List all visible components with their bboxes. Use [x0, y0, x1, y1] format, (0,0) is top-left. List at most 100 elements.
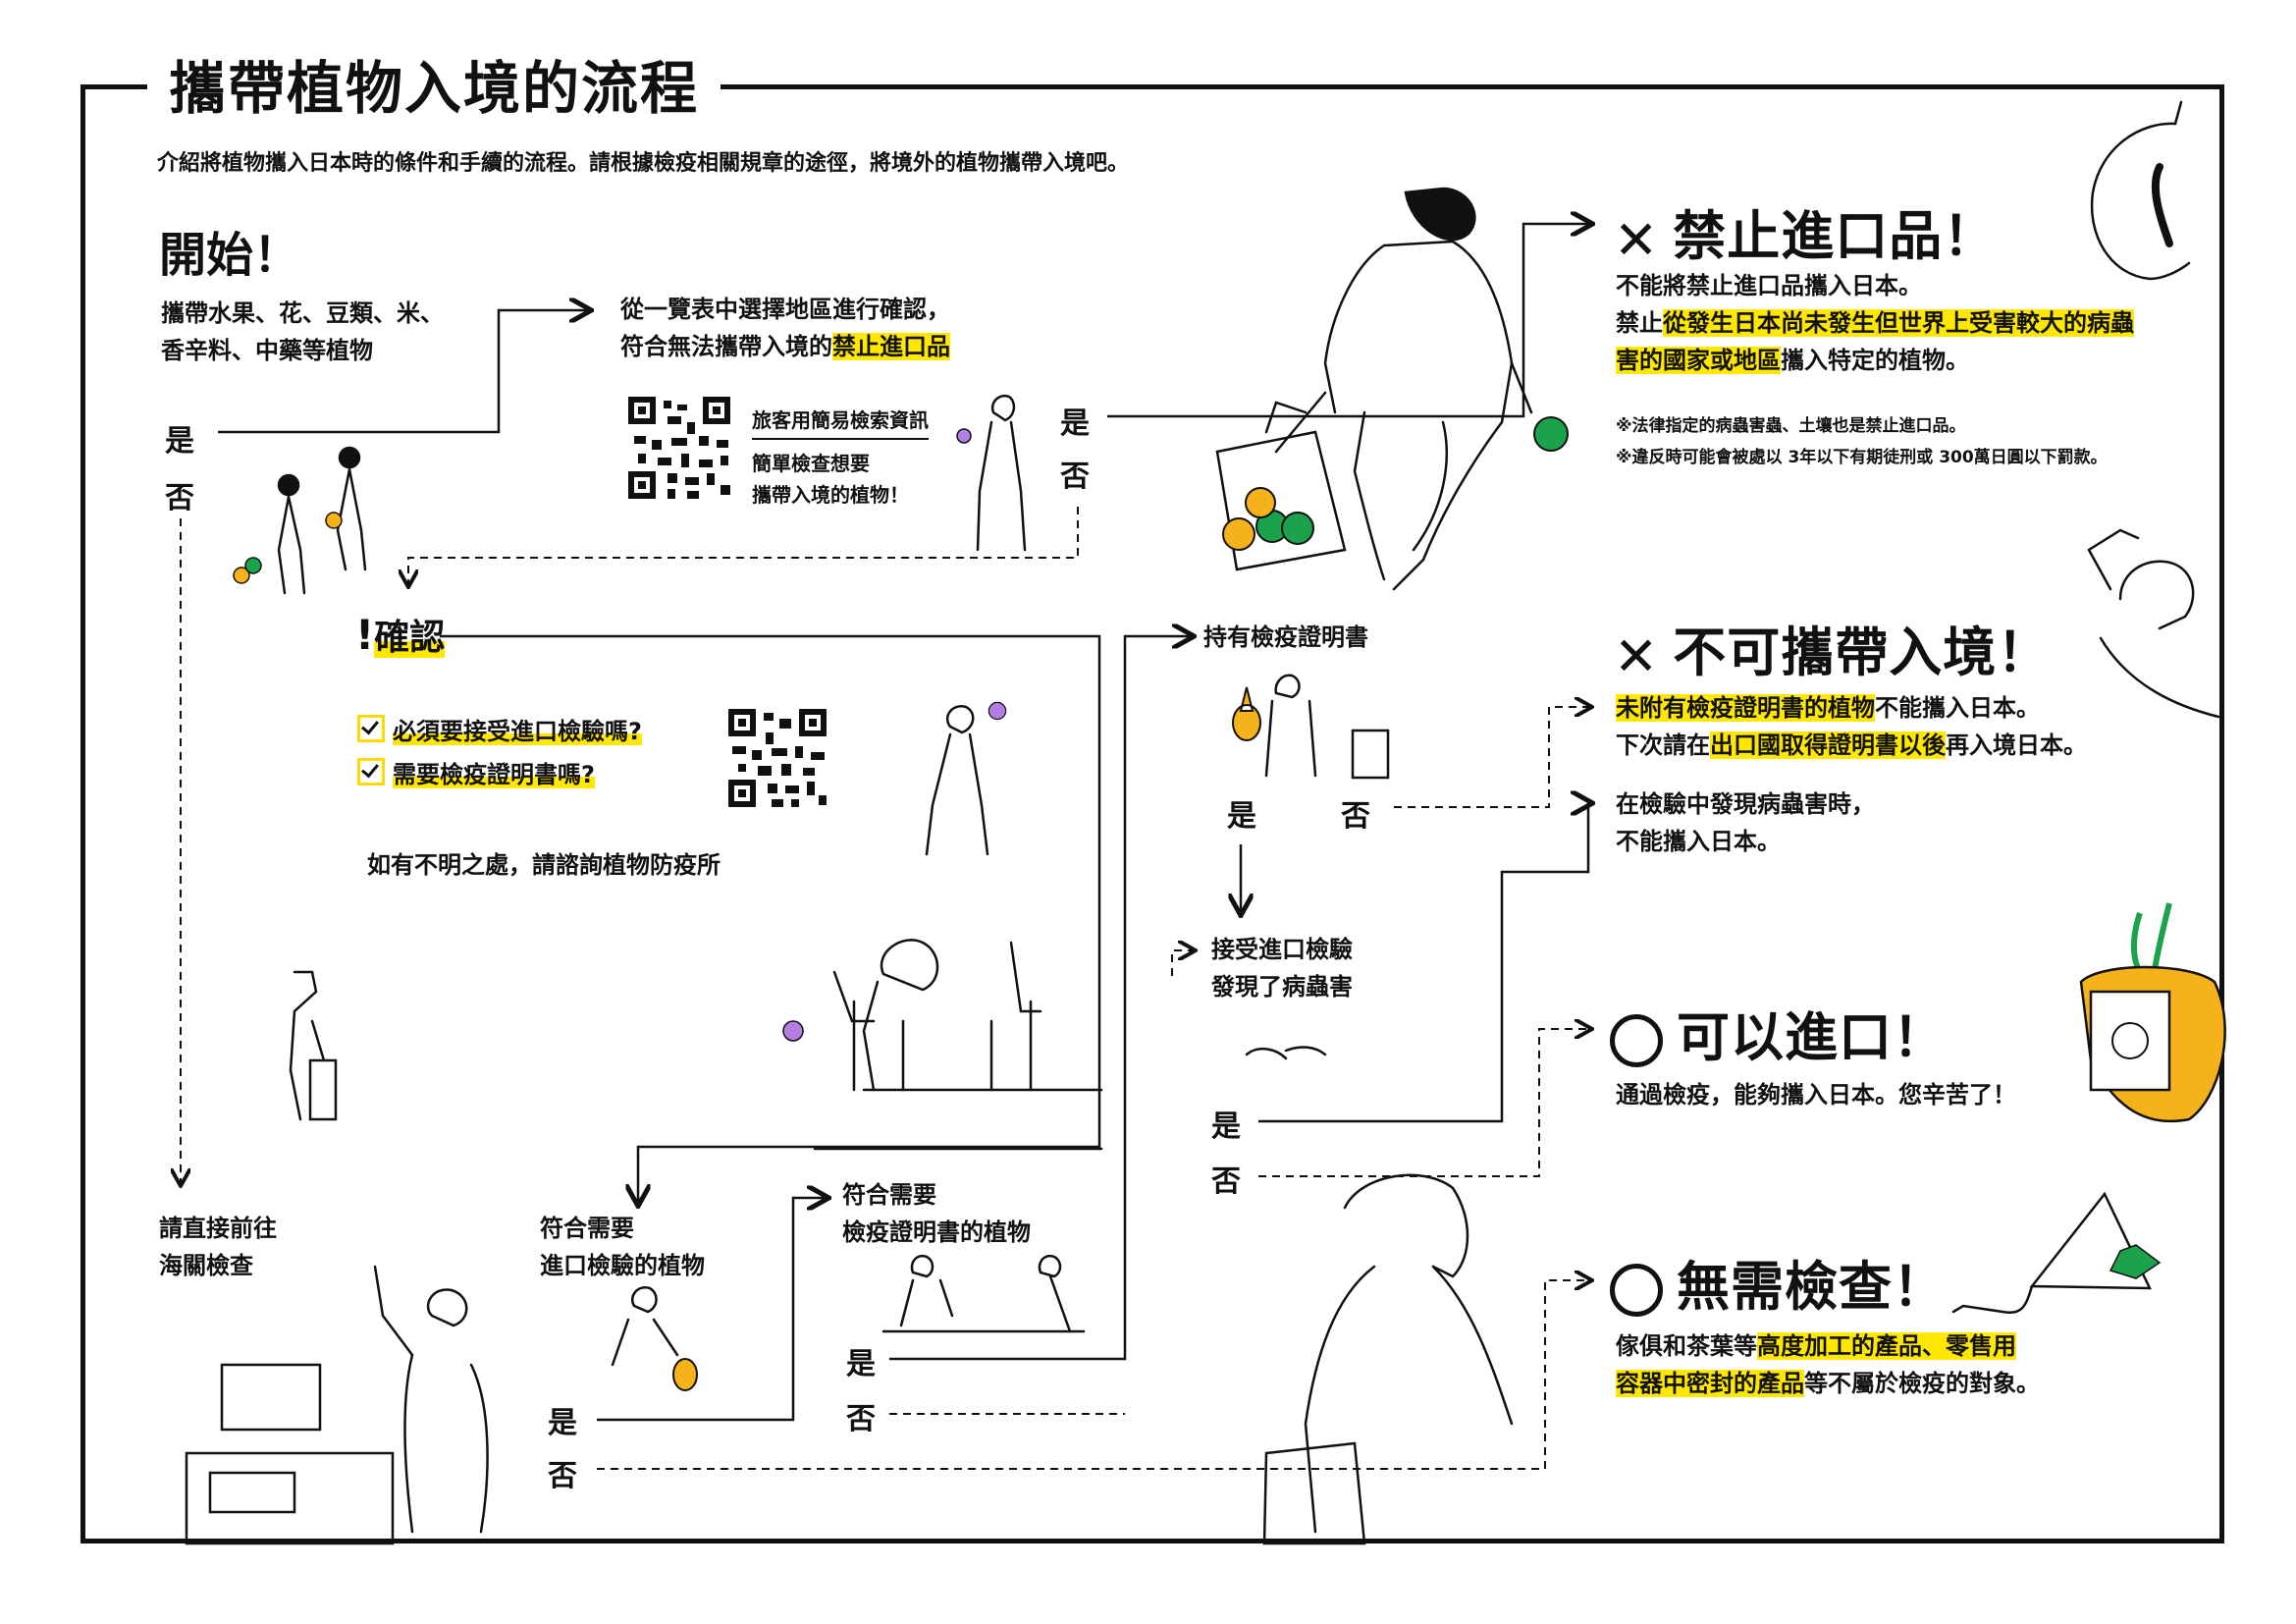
list-yes-label: 是	[1060, 406, 1090, 441]
circle-ok-icon	[1610, 1014, 1663, 1068]
result-not-allowed-heading: 不可攜帶入境！	[1673, 622, 2052, 683]
prohibited-line-2: 禁止從發生日本尚未發生但世界上受害較大的病蟲	[1616, 304, 2134, 342]
smoking-hand-figure	[2087, 528, 2220, 719]
no-inspection-line-1: 傢俱和茶葉等高度加工的產品、零售用	[1616, 1327, 2040, 1365]
not-allowed-line-1-highlight: 未附有檢疫證明書的植物	[1616, 694, 1875, 722]
result-prohibited-heading: 禁止進口品！	[1673, 205, 1998, 267]
no-inspection-line-1-highlight: 高度加工的產品、零售用	[1757, 1332, 2016, 1360]
exclamation-icon: !	[355, 611, 375, 659]
result-prohibited-text: 不能將禁止進口品攜入日本。 禁止從發生日本尚未發生但世界上受害較大的病蟲 害的國…	[1616, 267, 2134, 379]
qr-code-1	[628, 397, 730, 499]
qr-code-2	[728, 709, 827, 807]
no-inspection-line-2-highlight: 容器中密封的產品	[1616, 1370, 1804, 1397]
inspector-figure	[611, 1285, 679, 1367]
cross-icon: ✕	[1614, 208, 1660, 271]
need-certificate-line-2: 檢疫證明書的植物	[842, 1218, 1031, 1246]
page-frame	[80, 84, 2224, 1543]
prohibited-line-3-suffix: 攜入特定的植物。	[1781, 347, 1969, 374]
customs-text: 請直接前往 海關檢查	[159, 1210, 277, 1284]
circle-ok-icon	[1610, 1264, 1663, 1318]
result-not-allowed-text-2: 在檢驗中發現病蟲害時， 不能攜入日本。	[1616, 785, 1875, 860]
certificate-counter-figure	[881, 1254, 1086, 1333]
list-step-text: 從一覽表中選擇地區進行確認， 符合無法攜帶入境的禁止進口品	[620, 291, 950, 365]
list-line-2: 符合無法攜帶入境的禁止進口品	[620, 328, 950, 365]
page-title: 攜帶植物入境的流程	[147, 51, 721, 126]
need-certificate-text: 符合需要 檢疫證明書的植物	[842, 1176, 1031, 1251]
result-prohibited-notes: ※法律指定的病蟲害蟲、土壤也是禁止進口品。 ※違反時可能會被處以 3年以下有期徒…	[1616, 410, 2108, 473]
intro-text: 介紹將植物攜入日本時的條件和手續的流程。請根據檢疫相關規章的途徑，將境外的植物攜…	[157, 151, 1130, 176]
need-inspection-line-2: 進口檢驗的植物	[540, 1252, 705, 1279]
tea-bag-figure	[1951, 1191, 2153, 1315]
insect-drawing	[1245, 1046, 1327, 1060]
cross-icon: ✕	[1614, 624, 1660, 687]
apple-worm-figure	[2090, 100, 2191, 281]
result-not-allowed-heading-wrap: ✕不可攜帶入境！	[1614, 609, 2051, 687]
result-no-inspection-text: 傢俱和茶葉等高度加工的產品、零售用 容器中密封的產品等不屬於檢疫的對象。	[1616, 1327, 2040, 1402]
need-certificate-line-1: 符合需要	[842, 1181, 936, 1209]
result-prohibited-heading-wrap: ✕禁止進口品！	[1614, 192, 1997, 271]
checkbox-icon	[357, 715, 385, 742]
not-allowed-line-1-suffix: 不能攜入日本。	[1875, 694, 2040, 722]
need-certificate-yes-label: 是	[846, 1347, 876, 1381]
qr1-title: 旅客用簡易檢索資訊	[752, 405, 929, 440]
prohibited-line-2-highlight: 從發生日本尚未發生但世界上受害較大的病蟲	[1663, 309, 2134, 337]
woman-flower-figure	[925, 701, 1007, 856]
qr1-line-2: 攜帶入境的植物！	[752, 483, 909, 507]
not-allowed-line-3: 在檢驗中發現病蟲害時，	[1616, 790, 1875, 818]
inspection-no-label: 否	[1211, 1164, 1241, 1199]
confirm-heading-wrap: !確認	[355, 609, 446, 660]
not-allowed-line-1: 未附有檢疫證明書的植物不能攜入日本。	[1616, 689, 2087, 727]
inspection-text: 接受進口檢驗 發現了病蟲害	[1211, 931, 1353, 1005]
result-not-allowed-text: 未附有檢疫證明書的植物不能攜入日本。 下次請在出口國取得證明書以後再入境日本。	[1616, 689, 2087, 764]
have-certificate-text: 持有檢疫證明書	[1203, 623, 1368, 651]
start-line-2: 香辛料、中藥等植物	[161, 337, 373, 364]
have-certificate-yes-label: 是	[1227, 799, 1256, 834]
inspection-line-1: 接受進口檢驗	[1211, 936, 1353, 963]
officer-pointing-figure	[185, 1265, 489, 1545]
woman-suitcase-figure	[289, 970, 338, 1121]
officers-figure	[813, 939, 1103, 1151]
no-inspection-line-2-suffix: 等不屬於檢疫的對象。	[1804, 1370, 2040, 1397]
no-inspection-line-2: 容器中密封的產品等不屬於檢疫的對象。	[1616, 1365, 2040, 1402]
confirm-q2-text: 需要檢疫證明書嗎?	[393, 761, 595, 788]
need-inspection-yes-label: 是	[548, 1406, 577, 1440]
have-certificate-no-label: 否	[1341, 799, 1370, 834]
woman-pineapple-figure	[1264, 674, 1390, 780]
need-inspection-line-1: 符合需要	[540, 1215, 634, 1242]
prohibited-line-1: 不能將禁止進口品攜入日本。	[1616, 272, 1922, 299]
prohibited-line-3-highlight: 害的國家或地區	[1616, 347, 1781, 374]
qr1-line-1: 簡單檢查想要	[752, 452, 870, 475]
inspection-line-2: 發現了病蟲害	[1211, 973, 1353, 1001]
list-no-label: 否	[1060, 460, 1090, 494]
woman-bag-figure	[1262, 1173, 1514, 1545]
woman-flower-small-figure	[976, 394, 1027, 552]
not-allowed-line-4: 不能攜入日本。	[1616, 828, 1781, 855]
confirm-note: 如有不明之處，請諮詢植物防疫所	[367, 851, 721, 879]
start-no-label: 否	[165, 481, 194, 515]
need-inspection-no-label: 否	[548, 1459, 577, 1493]
confirm-q1-text: 必須要接受進口檢驗嗎?	[393, 718, 642, 745]
result-no-inspection-heading-wrap: 無需檢查！	[1610, 1243, 1947, 1321]
confirm-q2: 需要檢疫證明書嗎?	[357, 756, 595, 793]
inspection-yes-label: 是	[1211, 1110, 1241, 1144]
fruit-drawings	[233, 416, 2226, 1391]
result-no-inspection-heading: 無需檢查！	[1677, 1256, 1947, 1318]
prohibited-note-1: ※法律指定的病蟲害蟲、土壤也是禁止進口品。	[1616, 416, 1966, 436]
not-allowed-line-2: 下次請在出口國取得證明書以後再入境日本。	[1616, 727, 2087, 764]
checkbox-icon	[357, 758, 385, 785]
no-inspection-line-1-prefix: 傢俱和茶葉等	[1616, 1332, 1757, 1360]
customs-line-1: 請直接前往	[159, 1215, 277, 1242]
not-allowed-line-2-prefix: 下次請在	[1616, 731, 1710, 759]
start-yes-label: 是	[165, 424, 194, 459]
couple-figure	[277, 446, 367, 595]
not-allowed-line-2-highlight: 出口國取得證明書以後	[1710, 731, 1946, 759]
start-line-1: 攜帶水果、花、豆類、米、	[161, 299, 444, 327]
confirm-q1: 必須要接受進口檢驗嗎?	[357, 713, 642, 750]
list-line-2-prefix: 符合無法攜帶入境的	[620, 333, 832, 360]
start-heading: 開始！	[159, 228, 301, 283]
qr1-caption: 旅客用簡易檢索資訊 簡單檢查想要 攜帶入境的植物！	[752, 405, 929, 511]
prohibited-line-3: 害的國家或地區攜入特定的植物。	[1616, 342, 2134, 379]
prohibited-note-2: ※違反時可能會被處以 3年以下有期徒刑或 300萬日圓以下罰款。	[1616, 448, 2108, 467]
not-allowed-line-2-suffix: 再入境日本。	[1946, 731, 2087, 759]
result-ok-heading-wrap: 可以進口！	[1610, 994, 1947, 1071]
